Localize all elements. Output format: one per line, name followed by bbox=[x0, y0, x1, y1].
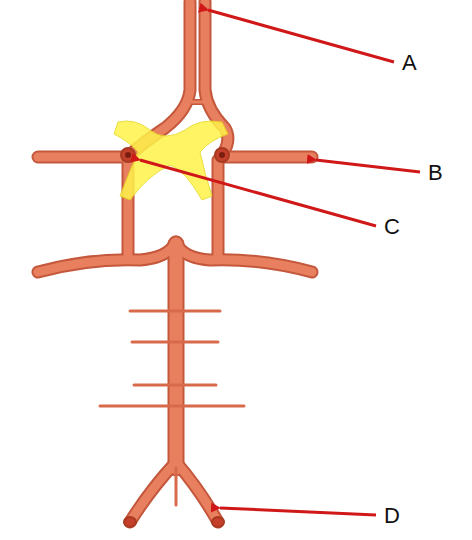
callout-letter: A bbox=[402, 52, 417, 74]
callout-letter: D bbox=[384, 505, 400, 527]
callout-letter: B bbox=[428, 162, 443, 184]
callout-letter: C bbox=[384, 216, 400, 238]
